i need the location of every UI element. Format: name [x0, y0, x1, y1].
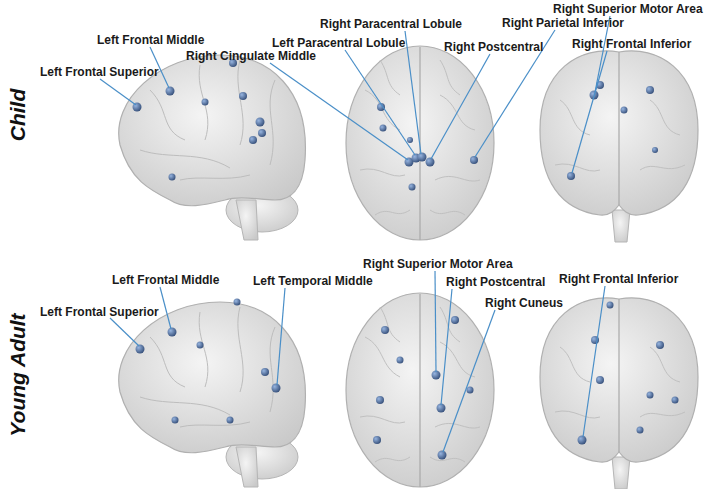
region-label: Right Superior Motor Area: [553, 2, 703, 16]
region-label: Left Frontal Superior: [40, 305, 159, 319]
region-label: Left Frontal Superior: [40, 65, 159, 79]
region-label: Right Superior Motor Area: [363, 257, 513, 271]
region-label: Right Cuneus: [485, 296, 563, 310]
region-label: Right Cingulate Middle: [186, 49, 316, 63]
leader-lines: [100, 16, 610, 452]
region-label: Left Temporal Middle: [253, 274, 373, 288]
region-label: Right Frontal Inferior: [572, 37, 691, 51]
region-label: Right Postcentral: [444, 40, 543, 54]
region-label: Right Paracentral Lobule: [320, 17, 462, 31]
region-label: Right Postcentral: [446, 275, 545, 289]
region-label: Left Frontal Middle: [112, 273, 219, 287]
row-label: Young Adult: [6, 313, 30, 436]
region-label: Right Parietal Inferior: [502, 16, 624, 30]
region-label: Right Frontal Inferior: [559, 272, 678, 286]
region-label: Left Paracentral Lobule: [272, 36, 405, 50]
region-label: Left Frontal Middle: [97, 33, 204, 47]
row-label: Child: [6, 89, 30, 142]
